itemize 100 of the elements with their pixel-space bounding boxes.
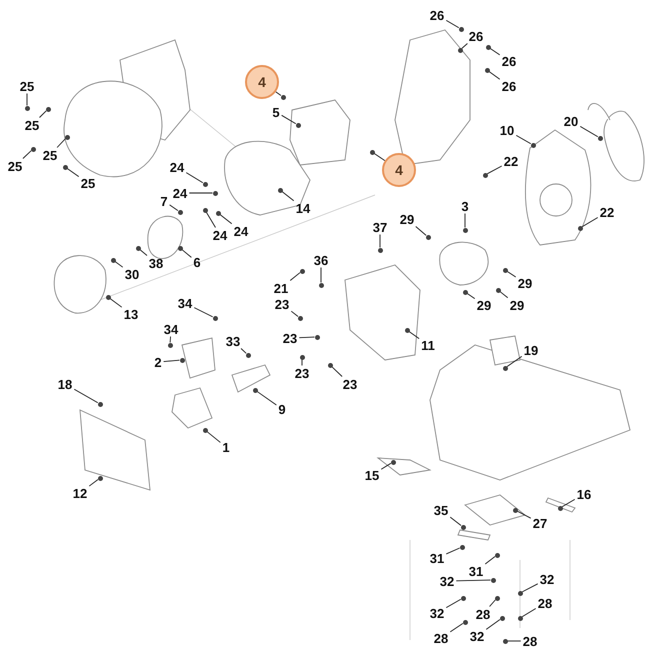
part-point — [98, 402, 102, 406]
callout-number: 26 — [500, 54, 518, 68]
callout-number: 37 — [372, 220, 388, 234]
part-point — [484, 68, 490, 72]
part-point — [458, 48, 462, 52]
callout-number: 3 — [460, 198, 470, 214]
callout-number: 29 — [476, 298, 492, 312]
leader-line — [522, 583, 538, 592]
leader-line — [169, 204, 178, 212]
callout-number: 10 — [498, 122, 516, 138]
callout-number: 23 — [294, 366, 310, 380]
leader-line — [507, 640, 522, 642]
callout-number: 31 — [468, 564, 484, 578]
callout-number: 36 — [312, 252, 330, 268]
leader-line — [256, 391, 277, 406]
callout-number: 22 — [598, 204, 616, 220]
callout-number: 30 — [124, 266, 140, 282]
part-point — [202, 182, 208, 186]
part-point — [494, 596, 500, 600]
callout-number: 33 — [224, 334, 242, 348]
leader-line — [282, 191, 294, 202]
callout-number: 23 — [282, 330, 298, 346]
leader-line — [488, 71, 500, 80]
highlighted-callout-number: 4 — [245, 65, 279, 99]
callout-number: 29 — [398, 212, 416, 226]
part-point — [404, 328, 410, 332]
part-point — [64, 134, 70, 140]
leader-line — [516, 510, 532, 519]
part-point — [518, 616, 522, 620]
part-point — [462, 620, 468, 624]
leader-line — [582, 217, 598, 228]
callout-number: 19 — [522, 342, 540, 358]
part-point — [486, 44, 490, 50]
leader-line — [489, 599, 496, 607]
leader-line — [415, 226, 427, 236]
leader-line — [516, 134, 532, 144]
part-point — [136, 246, 140, 250]
leader-line — [240, 348, 247, 354]
callout-number: 25 — [24, 118, 40, 132]
part-point — [216, 210, 220, 216]
leader-line — [486, 619, 500, 630]
callout-number: 26 — [468, 28, 484, 44]
part-point — [460, 524, 466, 530]
leader-line — [446, 20, 460, 28]
callout-number: 18 — [56, 376, 74, 392]
part-point — [24, 106, 30, 110]
part-point — [494, 552, 500, 558]
callout-number: 15 — [364, 468, 380, 482]
leader-line — [450, 516, 462, 526]
part-point — [502, 638, 508, 644]
leader-line — [114, 261, 124, 268]
part-point — [106, 294, 110, 300]
leader-line — [331, 366, 343, 377]
callout-number: 32 — [538, 572, 556, 586]
leader-line — [461, 43, 468, 49]
part-point — [578, 226, 582, 230]
part-point — [168, 342, 172, 348]
part-point — [280, 94, 286, 100]
leader-line — [163, 360, 180, 362]
callout-number: 12 — [72, 486, 88, 500]
leader-line — [446, 548, 460, 554]
leader-line — [188, 192, 213, 194]
leader-line — [298, 336, 315, 338]
part-point — [462, 228, 468, 232]
part-point — [530, 142, 536, 148]
highlighted-callout-number: 4 — [382, 153, 416, 187]
callout-number: 7 — [159, 194, 169, 208]
leader-line — [320, 267, 322, 283]
part-point — [180, 358, 184, 362]
leader-line — [26, 93, 28, 106]
callout-number: 23 — [274, 296, 290, 312]
part-point — [314, 334, 320, 340]
callout-number: 16 — [576, 486, 592, 502]
leader-line — [408, 331, 420, 340]
callout-number: 21 — [272, 280, 290, 296]
callout-number: 28 — [474, 606, 492, 622]
leader-line — [484, 556, 496, 564]
callout-number: 25 — [42, 148, 58, 162]
leader-line — [56, 138, 66, 148]
callout-number: 9 — [277, 402, 287, 416]
leader-line — [580, 126, 598, 138]
part-point — [460, 544, 464, 550]
callout-number: 28 — [432, 630, 450, 646]
part-point — [202, 208, 208, 212]
part-point — [296, 122, 300, 128]
leader-line — [506, 270, 516, 278]
part-point — [178, 210, 182, 214]
part-point — [378, 248, 382, 252]
callout-number: 31 — [428, 550, 446, 566]
callout-number: 14 — [294, 200, 312, 216]
leader-line — [450, 622, 464, 632]
part-point — [502, 366, 508, 370]
leader-line — [290, 272, 300, 281]
callout-number: 25 — [18, 78, 36, 94]
callout-number: 1 — [221, 440, 231, 454]
leader-line — [456, 580, 491, 582]
part-point — [300, 268, 304, 274]
part-point — [496, 288, 500, 292]
callout-number: 24 — [168, 160, 186, 174]
callout-number: 38 — [148, 256, 164, 270]
